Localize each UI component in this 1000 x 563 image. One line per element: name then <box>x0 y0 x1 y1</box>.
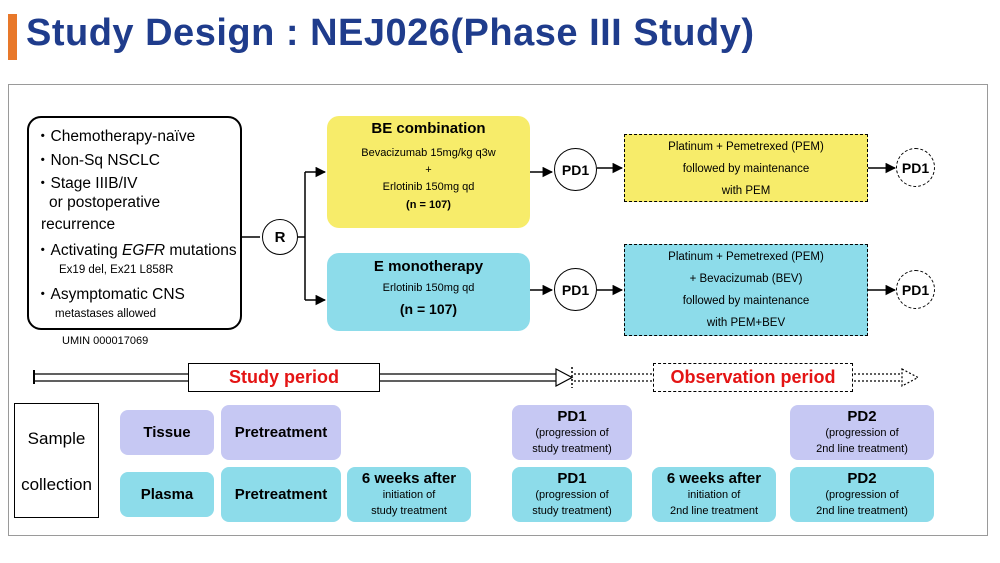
tissue-pd1-title: PD1 <box>557 408 587 425</box>
tissue-pd2-l1: (progression of <box>825 427 899 439</box>
elig-item-chemo: ・Chemotherapy-naïve <box>35 128 196 145</box>
tissue-pd1-l1: (progression of <box>535 427 609 439</box>
elig-item-stage: ・Stage IIIB/IV <box>35 175 138 192</box>
elig-egfr-prefix: ・Activating <box>35 242 123 259</box>
tissue-label: Tissue <box>120 410 214 455</box>
arm-be-title: BE combination <box>371 120 486 137</box>
plasma-pd2: PD2 (progression of 2nd line treatment) <box>790 467 934 522</box>
study-period-label: Study period <box>188 363 380 392</box>
six-weeks-2nd-l2: 2nd line treatment <box>669 505 759 517</box>
tissue-pd2-l2: 2nd line treatment) <box>816 443 908 455</box>
second-line-e-line4: with PEM+BEV <box>706 317 786 329</box>
plasma-pd2-l1: (progression of <box>825 489 899 501</box>
six-weeks-2nd-l1: initiation of <box>687 489 741 501</box>
tissue-pd2: PD2 (progression of 2nd line treatment) <box>790 405 934 460</box>
six-weeks-study-title: 6 weeks after <box>361 470 457 487</box>
arm-be-plus: + <box>425 164 432 176</box>
timeline-study-arrowhead <box>555 368 574 387</box>
second-line-e-line2: + Bevacizumab (BEV) <box>689 273 803 285</box>
tissue-pretreatment: Pretreatment <box>221 405 341 460</box>
pd1-circle-e: PD1 <box>554 268 597 311</box>
second-line-e-line1: Platinum + Pemetrexed (PEM) <box>668 251 824 263</box>
second-line-e-box: Platinum + Pemetrexed (PEM) + Bevacizuma… <box>624 244 868 336</box>
arm-e-box: E monotherapy Erlotinib 150mg qd (n = 10… <box>327 253 530 331</box>
pd1-final-circle-e: PD1 <box>896 270 935 309</box>
elig-egfr-gene: EGFR <box>122 242 166 259</box>
second-line-e-line3: followed by maintenance <box>682 295 810 307</box>
tissue-pretreatment-text: Pretreatment <box>234 424 328 441</box>
plasma-label: Plasma <box>120 472 214 517</box>
elig-item-metastases: metastases allowed <box>55 308 156 320</box>
second-line-be-box: Platinum + Pemetrexed (PEM) followed by … <box>624 134 868 202</box>
elig-item-recurrence: recurrence <box>41 216 116 233</box>
timeline-obs-arrowhead <box>901 368 920 387</box>
elig-item-postop: or postoperative <box>49 194 161 211</box>
tissue-pd1: PD1 (progression of study treatment) <box>512 405 632 460</box>
plasma-pd1-l1: (progression of <box>535 489 609 501</box>
arm-e-title: E monotherapy <box>373 258 484 275</box>
plasma-text: Plasma <box>140 486 194 503</box>
umin-id: UMIN 000017069 <box>62 335 149 347</box>
elig-item-mutations: Ex19 del, Ex21 L858R <box>59 264 174 276</box>
sample-collection-box: Sample collection <box>14 403 99 518</box>
six-weeks-study-l1: initiation of <box>382 489 436 501</box>
arm-be-erl: Erlotinib 150mg qd <box>382 181 475 193</box>
arm-be-box: BE combination Bevacizumab 15mg/kg q3w +… <box>327 116 530 228</box>
arm-be-n: (n = 107) <box>406 199 451 211</box>
collection-label: collection <box>21 475 92 494</box>
six-weeks-study-l2: study treatment <box>371 505 447 517</box>
pd1-circle-be: PD1 <box>554 148 597 191</box>
six-weeks-2nd-title: 6 weeks after <box>666 470 762 487</box>
randomize-circle: R <box>262 219 298 255</box>
page-title: Study Design : NEJ026(Phase III Study) <box>26 12 755 54</box>
arm-e-n: (n = 107) <box>399 301 458 317</box>
plasma-six-weeks-2nd: 6 weeks after initiation of 2nd line tre… <box>652 467 776 522</box>
plasma-pd1: PD1 (progression of study treatment) <box>512 467 632 522</box>
plasma-pd2-l2: 2nd line treatment) <box>816 505 908 517</box>
elig-item-nonsq: ・Non-Sq NSCLC <box>35 152 160 169</box>
elig-item-cns: ・Asymptomatic CNS <box>35 286 185 303</box>
tissue-text: Tissue <box>143 424 191 441</box>
eligibility-box: ・Chemotherapy-naïve ・Non-Sq NSCLC ・Stage… <box>27 116 242 330</box>
elig-egfr-suffix: mutations <box>165 242 237 259</box>
tissue-pd1-l2: study treatment) <box>532 443 612 455</box>
second-line-be-line3: with PEM <box>721 185 771 197</box>
title-accent-bar <box>8 14 17 60</box>
plasma-pretreatment: Pretreatment <box>221 467 341 522</box>
sample-label: Sample <box>27 429 86 448</box>
second-line-be-line2: followed by maintenance <box>682 163 810 175</box>
plasma-pd1-l2: study treatment) <box>532 505 612 517</box>
plasma-pd2-title: PD2 <box>847 470 877 487</box>
observation-period-label: Observation period <box>653 363 853 392</box>
plasma-pd1-title: PD1 <box>557 470 587 487</box>
elig-item-egfr: ・Activating EGFR mutations <box>35 238 237 260</box>
pd1-final-circle-be: PD1 <box>896 148 935 187</box>
diagram-frame <box>8 84 988 536</box>
plasma-six-weeks-study: 6 weeks after initiation of study treatm… <box>347 467 471 522</box>
tissue-pd2-title: PD2 <box>847 408 877 425</box>
plasma-pretreatment-text: Pretreatment <box>234 486 328 503</box>
arm-be-bev: Bevacizumab 15mg/kg q3w <box>361 147 496 159</box>
second-line-be-line1: Platinum + Pemetrexed (PEM) <box>668 141 824 153</box>
arm-e-erl: Erlotinib 150mg qd <box>382 282 475 294</box>
